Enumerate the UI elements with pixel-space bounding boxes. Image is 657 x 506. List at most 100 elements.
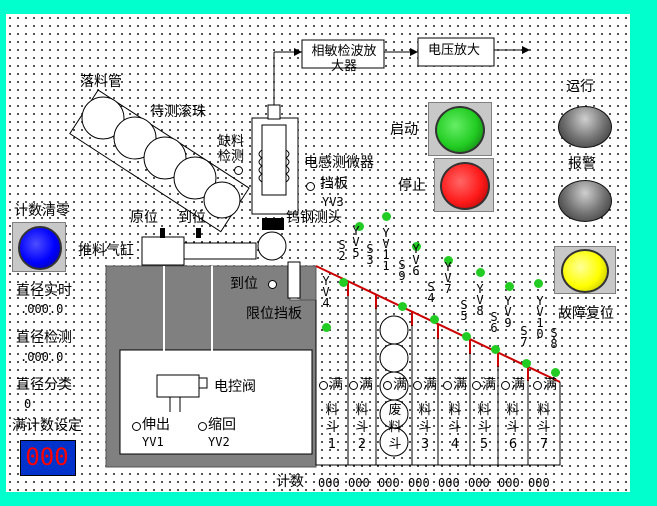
s3-label: S3 [366,242,374,267]
s4-label: S4 [427,280,435,305]
phase-detector-box [301,39,385,69]
fault-reset-label: 故障复位 [558,306,614,322]
diameter-realtime-label: 直径实时 [16,283,72,299]
alarm-label: 报警 [568,156,596,172]
diameter-detect-label: 直径检测 [16,330,72,346]
count-reset-button[interactable] [12,222,66,272]
bin-count: 000 [528,476,550,490]
bin-count: 000 [378,476,400,490]
bin-full-ring [349,381,358,390]
valve-indicator [382,212,391,221]
valve-indicator [322,323,331,332]
bin-full-label: 满 [359,377,373,393]
bin-label: 料斗2 [355,403,369,452]
bin-label: 废料斗 [388,403,402,452]
probe-label: 钨钢测头 [286,210,342,226]
yv5-label: YV5 [352,224,360,260]
solenoid-valve [156,374,200,398]
bin-full-label: 满 [482,377,496,393]
sensor-status-ring [132,422,141,431]
extend-label: 伸出 [142,417,170,433]
full-count-label: 满计数设定 [12,418,82,434]
stop-button[interactable] [434,158,494,212]
bin-full-label: 满 [543,377,557,393]
inductive-sensor-label: 电感测微器 [304,155,374,171]
tungsten-probe [262,218,284,230]
sensor-status-ring [306,182,315,191]
valve-indicator [534,279,543,288]
stop-lamp [440,162,490,210]
retract-label: 缩回 [208,417,236,433]
yv9-label: YV9 [504,294,512,330]
ball [143,136,187,180]
valve-indicator [522,359,531,368]
bin-full-ring [413,381,422,390]
valve-indicator [462,332,471,341]
push-cylinder-label: 推料气缸 [78,243,134,259]
start-label: 启动 [390,122,418,138]
stop-label: 停止 [398,178,426,194]
yv2-label: YV2 [208,435,230,449]
valve-indicator [505,282,514,291]
balls-label: 待测滚珠 [150,104,206,120]
s2-label: S2 [338,238,346,263]
diameter-class-label: 直径分类 [16,377,72,393]
yv8-label: YV8 [476,282,484,318]
bin-label: 料斗5 [477,403,491,452]
sensor-status-ring [198,422,207,431]
yv4-label: YV4 [322,274,330,310]
s6-label: S6 [490,310,498,335]
count-reset-label: 计数清零 [14,203,70,219]
valve-indicator [430,315,439,324]
valve-indicator [491,345,500,354]
start-lamp [435,106,485,154]
full-count-input[interactable] [20,440,76,476]
bin-count: 000 [408,476,430,490]
valve-indicator [398,302,407,311]
ball [113,116,157,160]
bin-full-ring [501,381,510,390]
bin-label: 料斗6 [506,403,520,452]
valve-indicator [444,256,453,265]
alarm-lamp [558,180,612,222]
bin-count: 000 [348,476,370,490]
count-reset-lamp [18,226,62,270]
start-button[interactable] [428,102,492,156]
yv6-label: YV6 [412,242,420,278]
s8-label: S8 [550,326,558,351]
ball [81,96,125,140]
push-cylinder [141,236,185,266]
in-pos-label: 到位 [178,210,206,226]
valve-indicator [551,368,560,377]
s9-label: S9 [398,258,406,283]
bin-label: 料斗4 [448,403,462,452]
valve-indicator [476,268,485,277]
bin-label: 料斗7 [537,403,551,452]
bin-full-label: 满 [329,377,343,393]
s5-label: S5 [460,298,468,323]
valve-indicator [412,242,421,251]
bin-count: 000 [498,476,520,490]
bin-count: 000 [438,476,460,490]
fault-reset-lamp [561,249,609,293]
bin-full-ring [533,381,542,390]
valve-indicator [339,278,348,287]
feed-tube-label: 落料管 [80,74,122,90]
bin-full-label: 满 [423,377,437,393]
solenoid-valve-label: 电控阀 [214,379,256,395]
fault-reset-button[interactable] [554,246,616,294]
yv1-label: YV1 [142,435,164,449]
bin-label: 料斗3 [418,403,432,452]
bin-full-ring [472,381,481,390]
yv7-label: YV7 [444,260,452,296]
phase-detector-label: 相敏检波放大器 [311,44,377,74]
in-pos2-label: 到位 [230,276,258,292]
sensor-status-ring [234,166,243,175]
voltage-amp-label: 电压放大 [428,43,481,58]
ball [203,181,241,219]
bin-full-ring [443,381,452,390]
diameter-realtime-value: .000.0 [20,302,64,316]
count-label: 计数 [276,474,304,490]
bin-full-ring [319,381,328,390]
